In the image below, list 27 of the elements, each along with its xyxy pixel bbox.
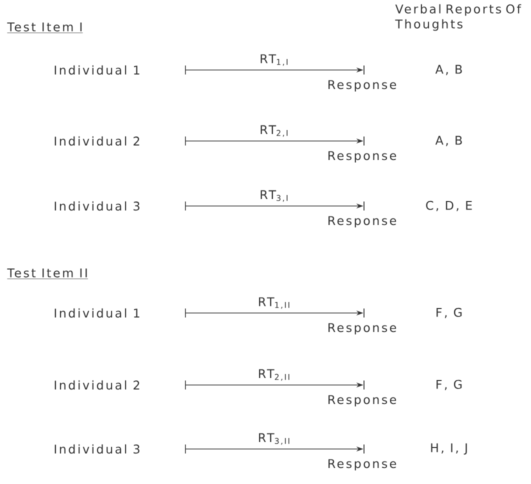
- column-header: Verbal Reports Of Thoughts: [395, 4, 522, 31]
- individual-label: Individual 2: [54, 136, 140, 146]
- section-heading: Test Item I: [7, 22, 83, 34]
- report-label: A, B: [435, 136, 462, 146]
- edge-label: RT$_{2,II}$: [259, 369, 290, 381]
- edge-label: RT$_{1,II}$: [259, 297, 290, 309]
- report-label: C, D, E: [426, 200, 472, 212]
- section-heading: Test Item II: [7, 268, 88, 280]
- edge-label: RT$_{2,I}$: [260, 125, 288, 137]
- edge-label: RT$_{3,I}$: [260, 190, 288, 202]
- report-label: F, G: [436, 308, 462, 318]
- response-label: Response: [328, 395, 396, 406]
- response-label: Response: [328, 151, 396, 162]
- individual-label: Individual 3: [54, 444, 140, 454]
- edge-label: RT$_{3,II}$: [259, 433, 290, 445]
- individual-label: Individual 3: [54, 201, 140, 211]
- individual-label: Individual 1: [54, 308, 140, 318]
- report-label: H, I, J: [431, 443, 467, 455]
- report-label: A, B: [435, 64, 462, 76]
- response-label: Response: [328, 459, 396, 470]
- response-label: Response: [328, 80, 396, 92]
- response-label: Response: [328, 216, 396, 228]
- individual-label: Individual 2: [54, 380, 140, 390]
- edge-label: RT$_{1,I}$: [260, 54, 288, 66]
- individual-label: Individual 1: [54, 65, 140, 75]
- report-label: F, G: [436, 380, 462, 390]
- response-label: Response: [328, 323, 396, 334]
